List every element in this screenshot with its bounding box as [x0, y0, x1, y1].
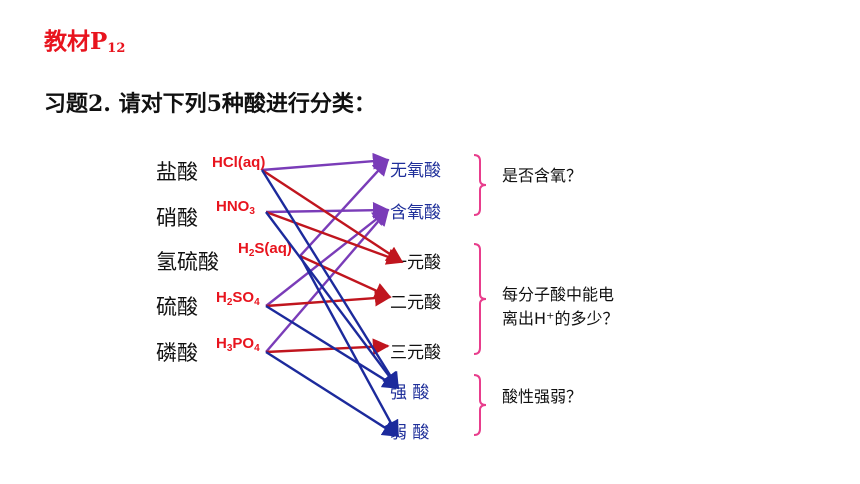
title-subscript: 12 [107, 41, 126, 56]
arrow-oxygen-3 [265, 208, 390, 307]
acid-name-1: 硝酸 [156, 206, 198, 230]
acid-formula-2: H2S(aq) [238, 240, 292, 259]
category-4: 三元酸 [390, 343, 441, 363]
bracket-group [473, 154, 487, 436]
classification-question-2: 酸性强弱？ [502, 385, 582, 409]
question-line: 是否含氧？ [502, 166, 583, 185]
question-line: 离出H⁺的多少？ [502, 309, 619, 328]
title-main: 教材P [44, 28, 108, 55]
arrow-hydrogen-5 [261, 168, 404, 264]
classification-question-1: 每分子酸中能电离出H⁺的多少？ [502, 283, 618, 331]
category-1: 含氧酸 [390, 203, 441, 223]
arrow-oxygen-4 [265, 208, 390, 353]
acid-name-4: 磷酸 [156, 341, 198, 365]
category-0: 无氧酸 [390, 161, 441, 181]
question-line: 每分子酸中能电 [502, 285, 615, 304]
arrow-strength-12 [265, 304, 400, 390]
bracket-1 [473, 243, 487, 355]
acid-name-2: 氢硫酸 [156, 250, 219, 274]
acid-formula-4: H3PO4 [216, 335, 260, 354]
category-6: 弱 酸 [390, 423, 430, 443]
arrow-hydrogen-8 [265, 289, 392, 308]
question-line: 酸性强弱？ [502, 387, 583, 406]
acid-formula-0: HCl(aq) [212, 154, 266, 171]
arrow-strength-13 [298, 255, 400, 438]
arrow-group [260, 152, 404, 438]
arrow-oxygen-2 [265, 201, 390, 219]
arrow-strength-10 [260, 169, 400, 390]
page-title: 教材P12 [44, 22, 125, 56]
acid-formula-3: H2SO4 [216, 289, 260, 308]
acid-name-3: 硫酸 [156, 295, 198, 319]
category-5: 强 酸 [390, 383, 430, 403]
bracket-2 [473, 374, 487, 436]
arrow-hydrogen-6 [265, 210, 404, 265]
acid-formula-1: HNO3 [216, 198, 255, 217]
arrow-oxygen-0 [261, 152, 390, 172]
category-3: 二元酸 [390, 293, 441, 313]
arrow-strength-11 [265, 211, 400, 390]
question-text: 习题2. 请对下列5种酸进行分类： [44, 91, 376, 117]
acid-name-0: 盐酸 [156, 160, 198, 184]
bracket-0 [473, 154, 487, 216]
arrow-oxygen-1 [299, 158, 390, 257]
arrow-strength-14 [265, 350, 400, 438]
classification-question-0: 是否含氧？ [502, 164, 582, 188]
